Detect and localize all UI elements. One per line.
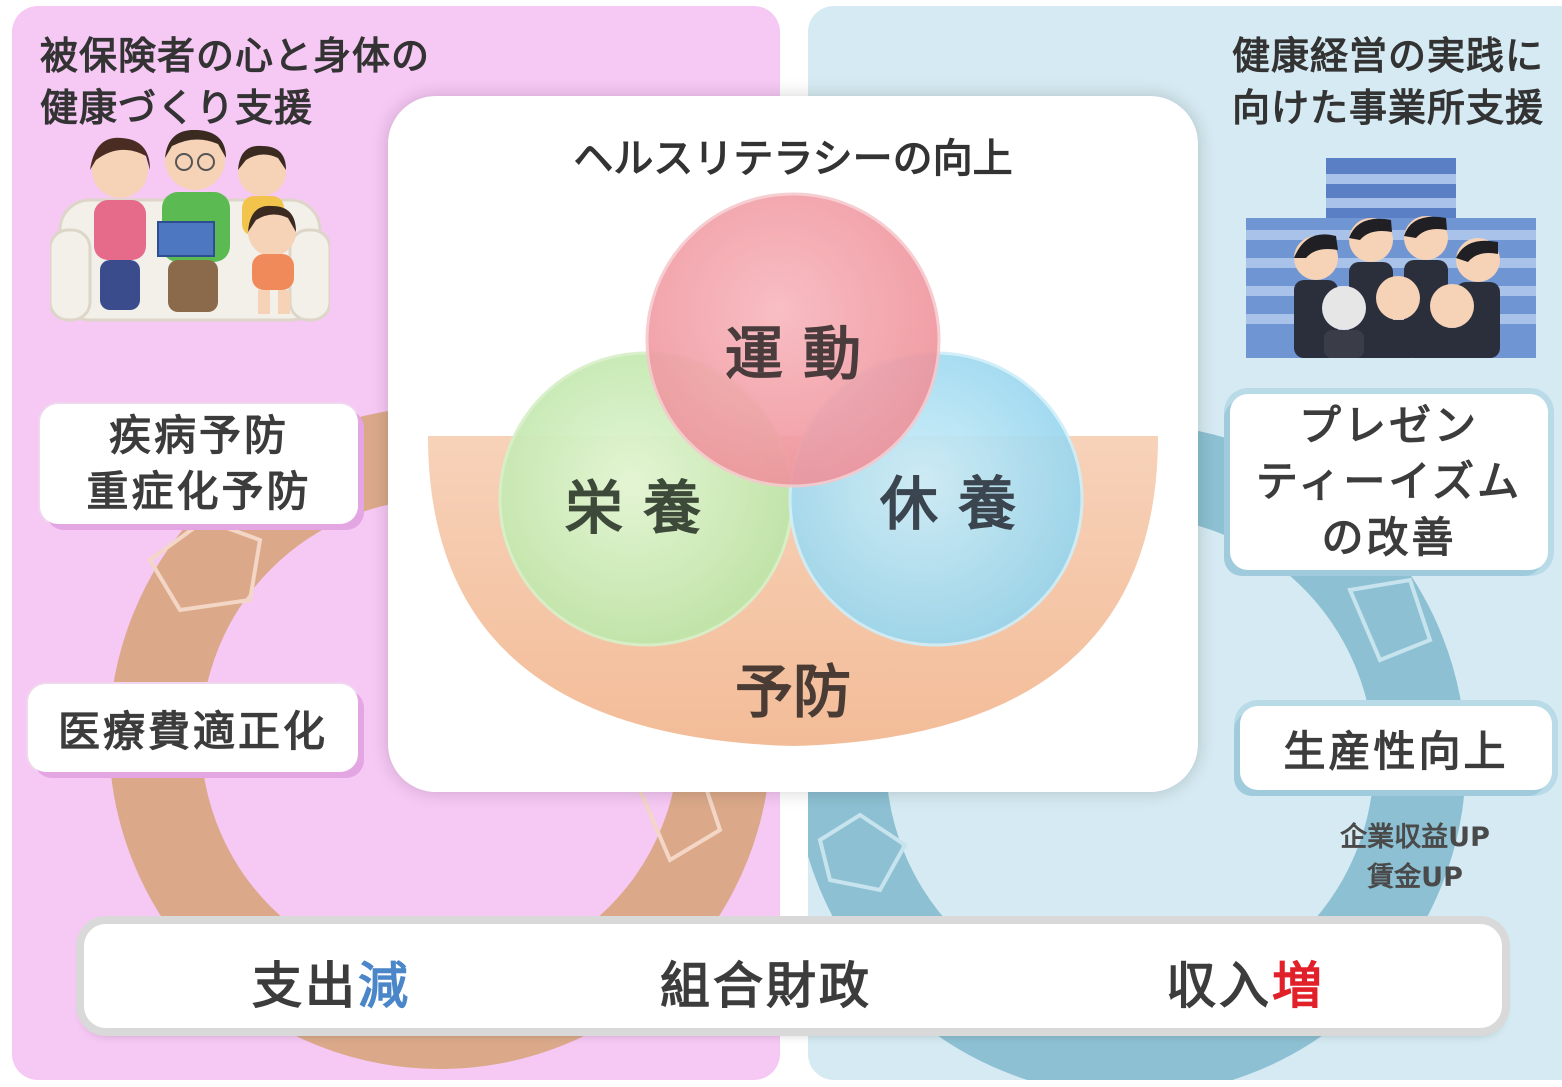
left-ring-arrow-mark — [147, 517, 263, 613]
venn-diagram: ヘルスリテラシーの向上 運 動 栄 養 休 養 予防 — [428, 136, 1158, 746]
disease-prevention-line-1: 疾病予防 — [108, 411, 289, 460]
medical-cost-label: 医療費適正化 — [57, 706, 328, 756]
right-heading-line-1: 健康経営の実践に — [1231, 34, 1544, 78]
union-finance-label: 組合財政 — [660, 957, 872, 1015]
exercise-circle — [645, 192, 941, 488]
decrease-accent: 減 — [358, 957, 411, 1015]
right-ring-arrow-mark — [1347, 577, 1433, 663]
disease-prevention-box: 疾病予防 重症化予防 — [40, 404, 358, 524]
family-illustration — [50, 130, 330, 322]
disease-prevention-line-2: 重症化予防 — [86, 467, 312, 516]
left-heading-line-1: 被保険者の心と身体の — [40, 34, 431, 78]
finance-bar — [84, 924, 1502, 1028]
office-workers-illustration — [1246, 158, 1536, 358]
right-heading: 健康経営の実践に 向けた事業所支援 — [1232, 30, 1544, 134]
presenteeism-line-2: ティーイズム — [1255, 457, 1523, 506]
rest-label: 休 養 — [879, 470, 1016, 538]
medical-cost-box: 医療費適正化 — [28, 684, 358, 772]
income-label: 収入 — [1166, 957, 1272, 1015]
presenteeism-box: プレゼン ティーイズム の改善 — [1230, 394, 1548, 570]
wage-note: 賃金UP — [1367, 862, 1463, 893]
right-ring-arrow-mark — [817, 812, 908, 893]
presenteeism-line-1: プレゼン — [1298, 401, 1479, 450]
productivity-box: 生産性向上 — [1240, 706, 1552, 790]
productivity-label: 生産性向上 — [1283, 726, 1509, 776]
prevention-label: 予防 — [735, 658, 851, 726]
nutrition-label: 栄 養 — [565, 474, 701, 542]
left-heading-line-2: 健康づくり支援 — [40, 86, 314, 130]
presenteeism-line-3: の改善 — [1321, 513, 1457, 562]
expense-decrease-label: 支出減 — [252, 946, 411, 1018]
left-heading: 被保険者の心と身体の 健康づくり支援 — [40, 30, 430, 134]
expense-label: 支出 — [252, 957, 358, 1015]
productivity-notes: 企業収益UP 賃金UP — [1330, 818, 1500, 898]
right-heading-line-2: 向けた事業所支援 — [1231, 86, 1544, 130]
income-increase-label: 収入増 — [1166, 946, 1325, 1018]
increase-accent: 増 — [1272, 957, 1325, 1015]
exercise-label: 運 動 — [725, 320, 861, 388]
corporate-profit-note: 企業収益UP — [1340, 822, 1490, 853]
health-literacy-title: ヘルスリテラシーの向上 — [573, 136, 1012, 182]
